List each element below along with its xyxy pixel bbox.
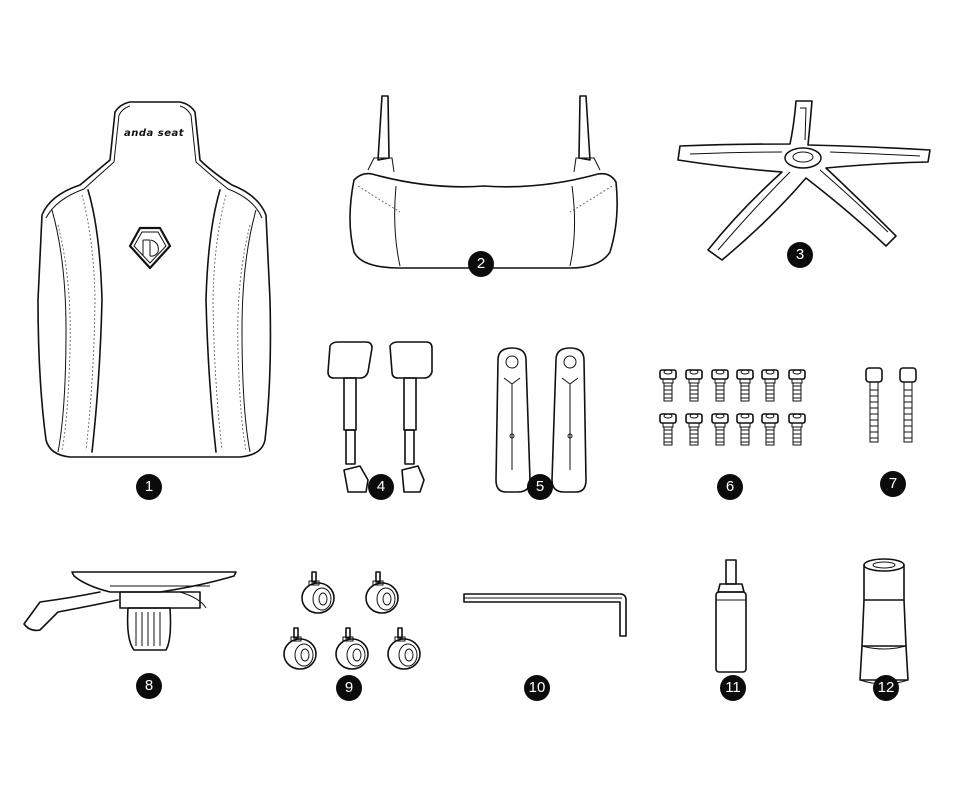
- part-number-3: 3: [787, 242, 813, 268]
- cylinder-cover-icon: [859, 558, 909, 685]
- bolt-2: [685, 369, 703, 402]
- brand-logo-text: anda seat: [124, 128, 185, 139]
- caster-3: [283, 627, 317, 670]
- bolt-9: [711, 413, 729, 446]
- part-number-1: 1: [136, 474, 162, 500]
- caster-1: [301, 571, 335, 614]
- part-number-4: 4: [368, 474, 394, 500]
- part-number-2: 2: [468, 251, 494, 277]
- bolt-3: [711, 369, 729, 402]
- part-number-10: 10: [524, 675, 550, 701]
- caster-4: [335, 627, 369, 670]
- bolt-8: [685, 413, 703, 446]
- bolt-12: [788, 413, 806, 446]
- part-number-8: 8: [136, 673, 162, 699]
- part-number-6: 6: [717, 474, 743, 500]
- part-number-7: 7: [880, 471, 906, 497]
- bolt-1: [659, 369, 677, 402]
- casters-icon: [283, 571, 421, 670]
- part-number-9: 9: [336, 675, 362, 701]
- tilt-mechanism-icon: [23, 571, 237, 651]
- part-number-11: 11: [720, 675, 746, 701]
- bolt-5: [761, 369, 779, 402]
- caster-2: [365, 571, 399, 614]
- bolt-11: [761, 413, 779, 446]
- long-bolts-icon: [865, 367, 917, 443]
- armrest-icon: [327, 341, 433, 493]
- caster-5: [387, 627, 421, 670]
- five-star-base-icon: [677, 100, 931, 261]
- bolt-10: [736, 413, 754, 446]
- short-bolts-icon: [659, 369, 806, 446]
- part-number-5: 5: [527, 474, 553, 500]
- gas-lift-icon: [715, 559, 747, 673]
- allen-key-icon: [463, 593, 627, 637]
- bolt-6: [788, 369, 806, 402]
- part-number-12: 12: [873, 675, 899, 701]
- bolt-4: [736, 369, 754, 402]
- side-bracket-icon: [495, 347, 587, 493]
- seat-cushion-icon: [349, 95, 618, 269]
- backrest-icon: [37, 101, 272, 458]
- bolt-7: [659, 413, 677, 446]
